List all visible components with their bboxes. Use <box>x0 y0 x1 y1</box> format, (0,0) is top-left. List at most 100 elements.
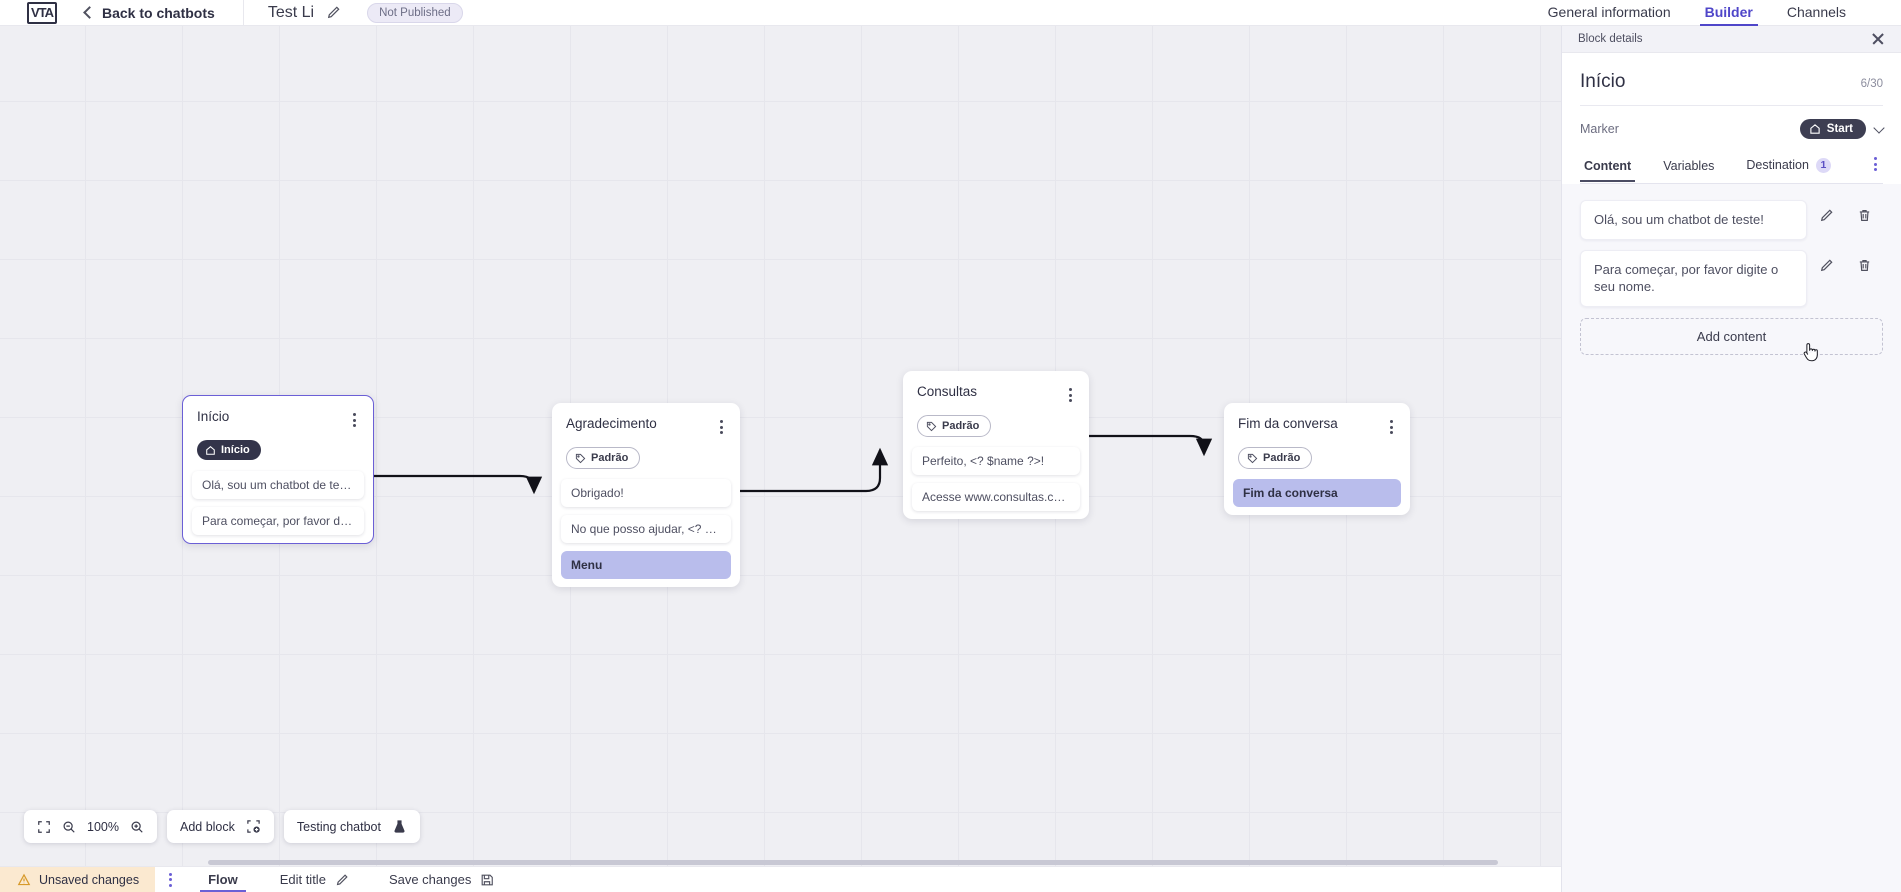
content-list: Olá, sou um chatbot de teste! Par <box>1562 184 1901 892</box>
unsaved-changes-label: Unsaved changes <box>39 872 140 887</box>
tab-channels[interactable]: Channels <box>1786 4 1846 20</box>
content-text[interactable]: Olá, sou um chatbot de teste! <box>1580 200 1807 240</box>
flow-canvas[interactable]: Início Início Olá, sou um chatbot de tes… <box>0 26 1561 866</box>
marker-label: Marker <box>1580 122 1619 136</box>
panel-tab-destination[interactable]: Destination 1 <box>1730 153 1847 182</box>
node-kebab-menu-icon[interactable] <box>350 409 359 431</box>
node-header: Agradecimento <box>552 403 740 438</box>
trash-icon[interactable] <box>1845 258 1883 273</box>
node-title: Consultas <box>917 384 978 399</box>
node-header: Fim da conversa <box>1224 403 1410 438</box>
back-to-chatbots-button[interactable]: Back to chatbots <box>83 4 215 21</box>
panel-tab-content[interactable]: Content <box>1580 154 1647 182</box>
content-item: Para começar, por favor digite o seu nom… <box>1580 249 1883 307</box>
start-marker-badge[interactable]: Start <box>1799 119 1866 139</box>
save-changes-label: Save changes <box>388 872 472 887</box>
panel-tabs: Content Variables Destination 1 <box>1580 151 1883 184</box>
marker-row: Marker Start <box>1580 106 1885 151</box>
node-kebab-menu-icon[interactable] <box>717 416 726 438</box>
node-marker-badge: Padrão <box>1238 447 1313 469</box>
tab-general-information[interactable]: General information <box>1547 4 1671 20</box>
logo-glyph: VTA <box>30 5 54 20</box>
node-row[interactable]: No que posso ajudar, <? $name ... <box>561 515 731 543</box>
block-details-panel: Block details Início 6/30 Marker Start <box>1561 26 1901 892</box>
flask-icon <box>392 819 407 834</box>
unsaved-changes-indicator: Unsaved changes <box>0 866 156 892</box>
edit-title-label: Edit title <box>279 872 326 887</box>
pencil-icon[interactable] <box>1807 208 1845 223</box>
home-icon <box>1810 124 1820 134</box>
testing-chatbot-button[interactable]: Testing chatbot <box>283 810 420 843</box>
node-kebab-menu-icon[interactable] <box>1387 416 1396 438</box>
zoom-level-label: 100% <box>87 819 119 834</box>
canvas-horizontal-scrollbar[interactable] <box>0 859 1561 866</box>
footer-tab-flow[interactable]: Flow <box>186 867 260 892</box>
node-row[interactable]: Obrigado! <box>561 479 731 507</box>
start-marker-label: Start <box>1826 123 1853 135</box>
pencil-icon[interactable] <box>326 5 341 20</box>
tab-builder[interactable]: Builder <box>1688 4 1770 26</box>
node-row[interactable]: Perfeito, <? $name ?>! <box>912 447 1080 475</box>
zoom-in-icon[interactable] <box>130 820 144 834</box>
panel-body: Início 6/30 Marker Start <box>1562 53 1901 184</box>
trash-icon[interactable] <box>1845 208 1883 223</box>
node-row[interactable]: Acesse www.consultas.com par... <box>912 483 1080 511</box>
tag-icon <box>575 453 586 463</box>
publish-status-badge: Not Published <box>367 2 463 23</box>
node-marker-badge: Padrão <box>917 415 992 437</box>
zoom-controls: 100% <box>24 810 157 843</box>
node-row[interactable]: Olá, sou um chatbot de teste! <box>192 470 364 499</box>
add-block-button[interactable]: Add block <box>166 810 274 843</box>
panel-tab-label: Destination <box>1746 158 1809 172</box>
node-marker-label: Padrão <box>1263 452 1301 464</box>
node-rows: Perfeito, <? $name ?>! Acesse www.consul… <box>903 437 1089 511</box>
node-rows: Olá, sou um chatbot de teste! Para começ… <box>183 461 373 535</box>
node-kebab-menu-icon[interactable] <box>1066 384 1075 406</box>
node-marker-label: Padrão <box>591 452 629 464</box>
panel-tab-variables[interactable]: Variables <box>1647 154 1730 182</box>
flow-node-inicio[interactable]: Início Início Olá, sou um chatbot de tes… <box>182 395 374 544</box>
close-icon[interactable] <box>1870 31 1886 47</box>
testing-chatbot-label: Testing chatbot <box>296 819 381 834</box>
node-marker-badge: Início <box>197 440 261 460</box>
node-title: Fim da conversa <box>1238 416 1338 431</box>
node-title: Agradecimento <box>566 416 657 431</box>
node-row[interactable]: Menu <box>561 551 731 579</box>
page-title: Início <box>1580 71 1626 92</box>
status-badge: 1 <box>1815 157 1831 173</box>
node-marker-badge: Padrão <box>566 447 641 469</box>
chevron-down-icon[interactable] <box>1873 121 1885 134</box>
flow-node-fim-da-conversa[interactable]: Fim da conversa Padrão Fim da conversa <box>1224 403 1410 515</box>
warning-icon <box>17 873 31 885</box>
app-logo-icon[interactable]: VTA <box>27 1 57 24</box>
block-title-row: Início 6/30 <box>1580 53 1883 106</box>
chatbot-name: Test Li <box>267 3 315 21</box>
add-block-label: Add block <box>179 819 235 834</box>
scrollbar-thumb[interactable] <box>208 860 1498 865</box>
floppy-disk-icon <box>481 874 494 885</box>
character-counter: 6/30 <box>1860 78 1883 90</box>
content-item: Olá, sou um chatbot de teste! <box>1580 200 1883 240</box>
zoom-out-icon[interactable] <box>62 820 76 834</box>
back-to-chatbots-label: Back to chatbots <box>102 4 215 21</box>
flow-node-consultas[interactable]: Consultas Padrão Perfeito, <? $name ?>! … <box>903 371 1089 519</box>
save-changes-button[interactable]: Save changes <box>369 872 514 887</box>
pencil-icon[interactable] <box>1807 258 1845 273</box>
panel-tab-label: Variables <box>1663 158 1715 173</box>
node-row[interactable]: Fim da conversa <box>1233 479 1401 507</box>
tag-icon <box>1247 453 1258 463</box>
node-title: Início <box>197 409 230 424</box>
content-text[interactable]: Para começar, por favor digite o seu nom… <box>1580 249 1807 307</box>
node-row[interactable]: Para começar, por favor digite o ... <box>192 506 364 535</box>
panel-tabs-kebab-menu-icon[interactable] <box>1868 151 1883 183</box>
add-content-button[interactable]: Add content <box>1580 317 1883 355</box>
flow-node-agradecimento[interactable]: Agradecimento Padrão Obrigado! No que po… <box>552 403 740 587</box>
marker-control[interactable]: Start <box>1799 119 1885 139</box>
chevron-left-icon <box>83 6 96 19</box>
edit-title-button[interactable]: Edit title <box>260 872 369 887</box>
panel-header: Block details <box>1562 26 1901 53</box>
fit-screen-icon[interactable] <box>37 820 51 834</box>
footer-kebab-menu-icon[interactable] <box>155 872 186 887</box>
home-icon <box>206 445 215 455</box>
